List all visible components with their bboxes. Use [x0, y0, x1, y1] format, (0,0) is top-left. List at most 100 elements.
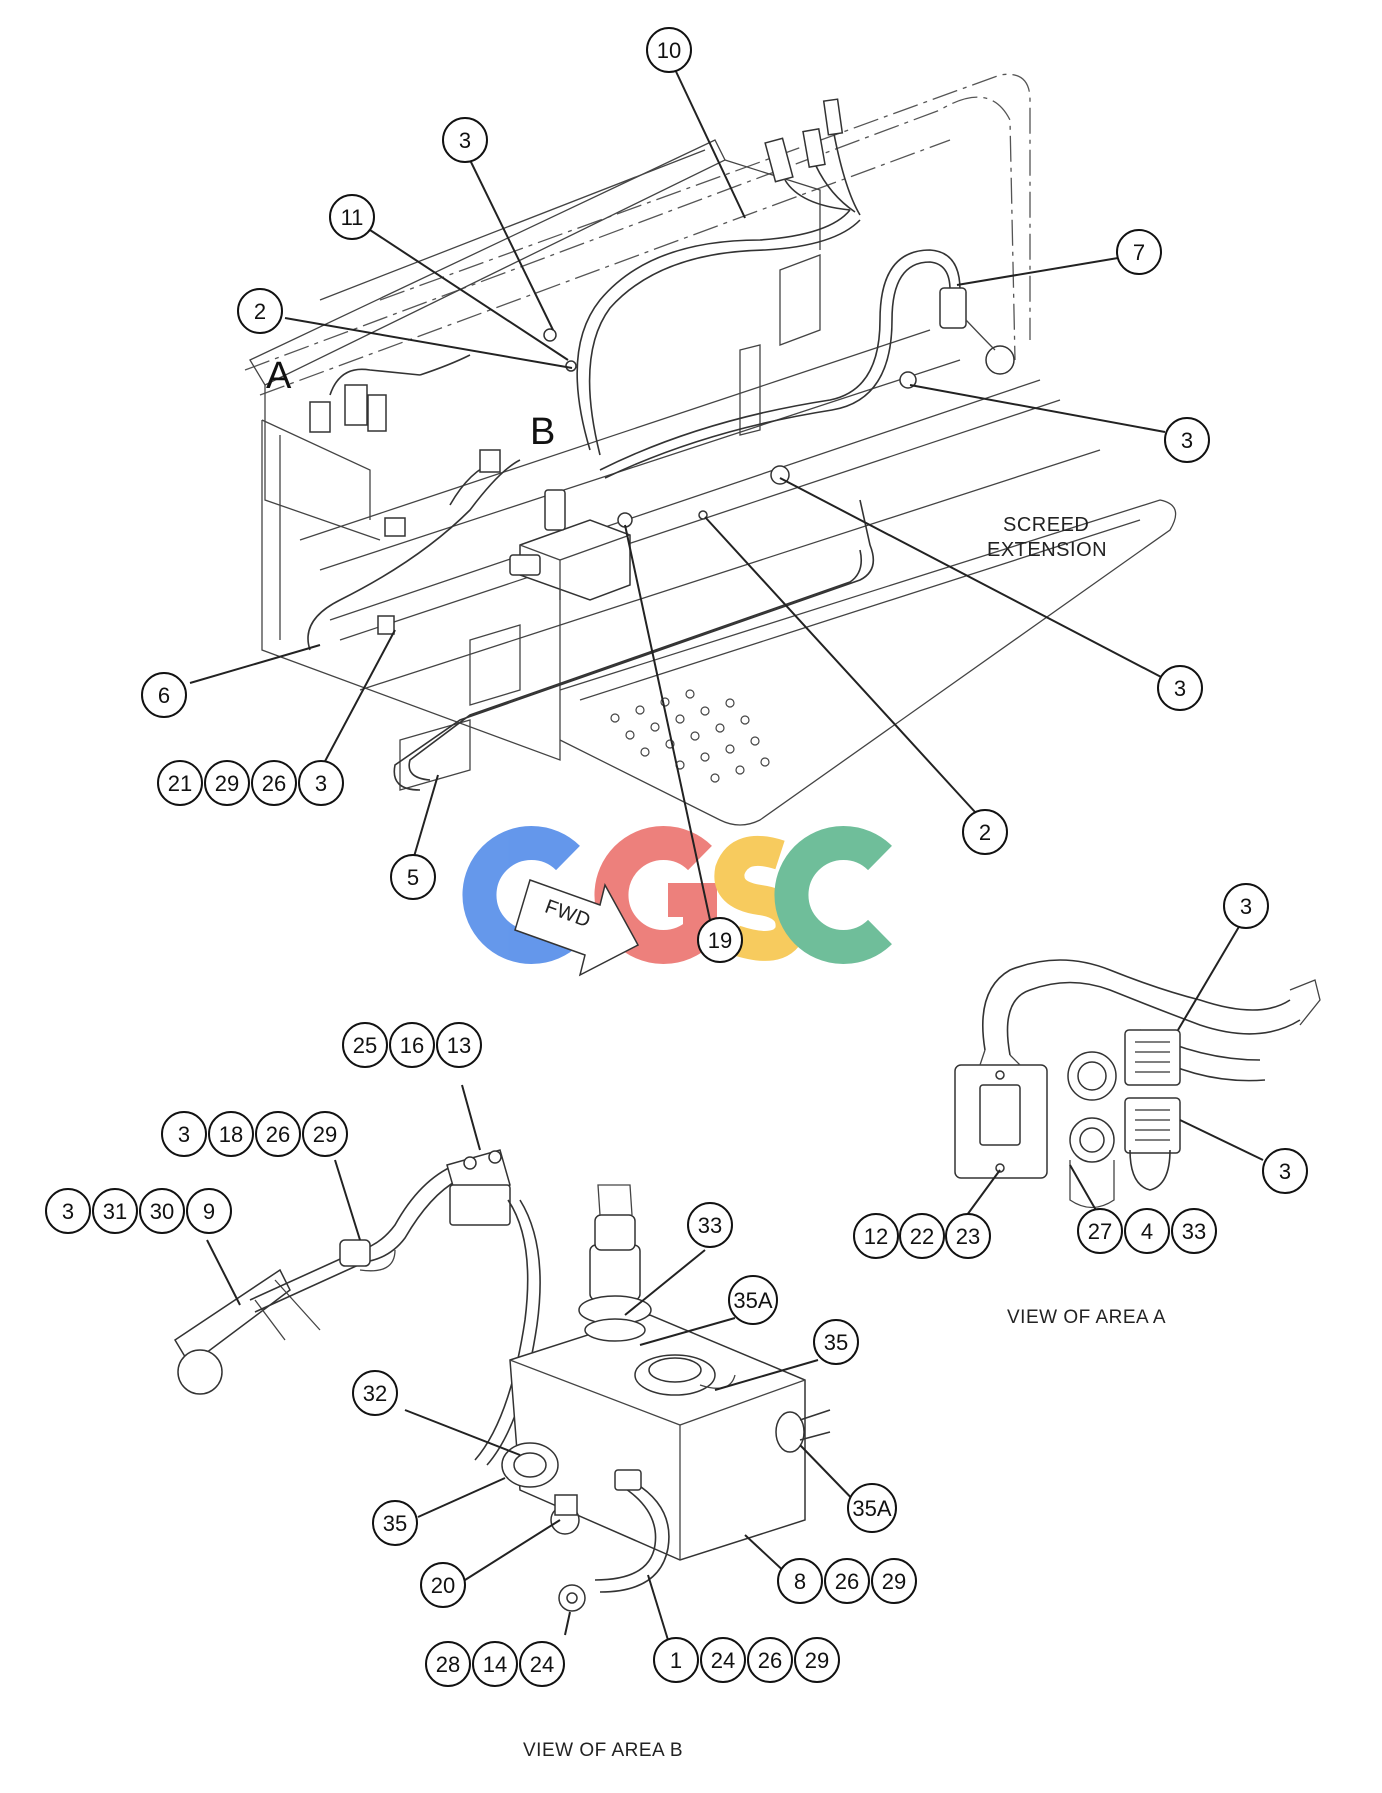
callout-14: 14: [472, 1641, 518, 1687]
callout-3: 3: [1262, 1148, 1308, 1194]
callout-number: 3: [178, 1122, 190, 1147]
callout-32: 32: [352, 1370, 398, 1416]
callout-number: 26: [266, 1122, 290, 1147]
callout-20: 20: [420, 1562, 466, 1608]
callout-number: 3: [315, 771, 327, 796]
callout-number: 3: [1181, 428, 1193, 453]
callout-number: 4: [1141, 1219, 1153, 1244]
callout-number: 27: [1088, 1219, 1112, 1244]
callout-8: 8: [777, 1558, 823, 1604]
callout-number: 2: [979, 820, 991, 845]
view-a-caption: VIEW OF AREA A: [1007, 1307, 1166, 1328]
callout-26: 26: [824, 1558, 870, 1604]
callout-number: 18: [219, 1122, 243, 1147]
callout-number: 29: [805, 1648, 829, 1673]
area-b-detail: [173, 1084, 864, 1641]
deck-perforations: [610, 689, 770, 783]
callout-number: 22: [910, 1224, 934, 1249]
callout-30: 30: [139, 1188, 185, 1234]
callout-number: 5: [407, 865, 419, 890]
callout-number: 13: [447, 1033, 471, 1058]
junction-box-upper: [509, 489, 633, 601]
upper-leader-lines: [189, 62, 1166, 921]
callout-number: 29: [215, 771, 239, 796]
callout-number: 3: [1240, 894, 1252, 919]
forward-arrow: FWD: [514, 879, 640, 977]
callouts: 10 3 11 2 7 3 3 6 21 29 26 3 2 5 19 3 3 …: [45, 27, 1308, 1687]
callout-number: 30: [150, 1199, 174, 1224]
callout-number: 31: [103, 1199, 127, 1224]
callout-21: 21: [157, 760, 203, 806]
screed-frame-assembly: [244, 73, 1177, 826]
callout-number: 7: [1133, 240, 1145, 265]
area-b-letter: B: [530, 411, 555, 453]
callout-28: 28: [425, 1641, 471, 1687]
callout-number: 33: [698, 1213, 722, 1238]
callout-2: 2: [962, 809, 1008, 855]
callout-26: 26: [255, 1111, 301, 1157]
callout-26: 26: [747, 1637, 793, 1683]
callout-29: 29: [204, 760, 250, 806]
callout-number: 3: [459, 128, 471, 153]
callout-11: 11: [329, 194, 375, 240]
callout-number: 24: [711, 1648, 735, 1673]
view-b-caption: VIEW OF AREA B: [523, 1740, 683, 1761]
callout-33: 33: [1171, 1208, 1217, 1254]
callout-13: 13: [436, 1022, 482, 1068]
callout-9: 9: [186, 1188, 232, 1234]
callout-number: 26: [758, 1648, 782, 1673]
callout-number: 29: [882, 1569, 906, 1594]
callout-3: 3: [442, 117, 488, 163]
callout-number: 35A: [852, 1496, 891, 1521]
callout-35: 35: [813, 1319, 859, 1365]
callout-29: 29: [871, 1558, 917, 1604]
callout-24: 24: [700, 1637, 746, 1683]
callout-10: 10: [646, 27, 692, 73]
callout-number: 11: [341, 205, 364, 230]
area-a-letter: A: [266, 355, 292, 397]
callout-number: 25: [353, 1033, 377, 1058]
callout-3: 3: [161, 1111, 207, 1157]
callout-35: 35: [372, 1500, 418, 1546]
callout-3: 3: [1223, 883, 1269, 929]
callout-number: 20: [431, 1573, 455, 1598]
callout-number: 29: [313, 1122, 337, 1147]
callout-number: 3: [1174, 676, 1186, 701]
screed-label-line1: SCREED: [1003, 514, 1089, 536]
area-a-connectors: [309, 354, 471, 433]
callout-number: 26: [835, 1569, 859, 1594]
callout-27: 27: [1077, 1208, 1123, 1254]
callout-23: 23: [945, 1213, 991, 1259]
callout-number: 21: [168, 771, 192, 796]
callout-number: 26: [262, 771, 286, 796]
callout-6: 6: [141, 672, 187, 718]
callout-22: 22: [899, 1213, 945, 1259]
callout-16: 16: [389, 1022, 435, 1068]
callout-number: 35A: [733, 1288, 772, 1313]
callout-number: 33: [1182, 1219, 1206, 1244]
callout-number: 1: [670, 1648, 682, 1673]
callout-4: 4: [1124, 1208, 1170, 1254]
callout-number: 10: [657, 38, 681, 63]
callout-33: 33: [687, 1202, 733, 1248]
callout-number: 32: [363, 1381, 387, 1406]
callout-7: 7: [1116, 229, 1162, 275]
callout-25: 25: [342, 1022, 388, 1068]
callout-number: 3: [1279, 1159, 1291, 1184]
callout-number: 14: [483, 1652, 507, 1677]
callout-number: 3: [62, 1199, 74, 1224]
callout-number: 2: [254, 299, 266, 324]
callout-number: 16: [400, 1033, 424, 1058]
callout-number: 28: [436, 1652, 460, 1677]
callout-12: 12: [853, 1213, 899, 1259]
callout-5: 5: [390, 854, 436, 900]
callout-3: 3: [1164, 417, 1210, 463]
callout-24: 24: [519, 1641, 565, 1687]
callout-19: 19: [697, 917, 743, 963]
callout-29: 29: [302, 1111, 348, 1157]
callout-1: 1: [653, 1637, 699, 1683]
callout-number: 23: [956, 1224, 980, 1249]
callout-number: 19: [708, 928, 732, 953]
callout-number: 9: [203, 1199, 215, 1224]
